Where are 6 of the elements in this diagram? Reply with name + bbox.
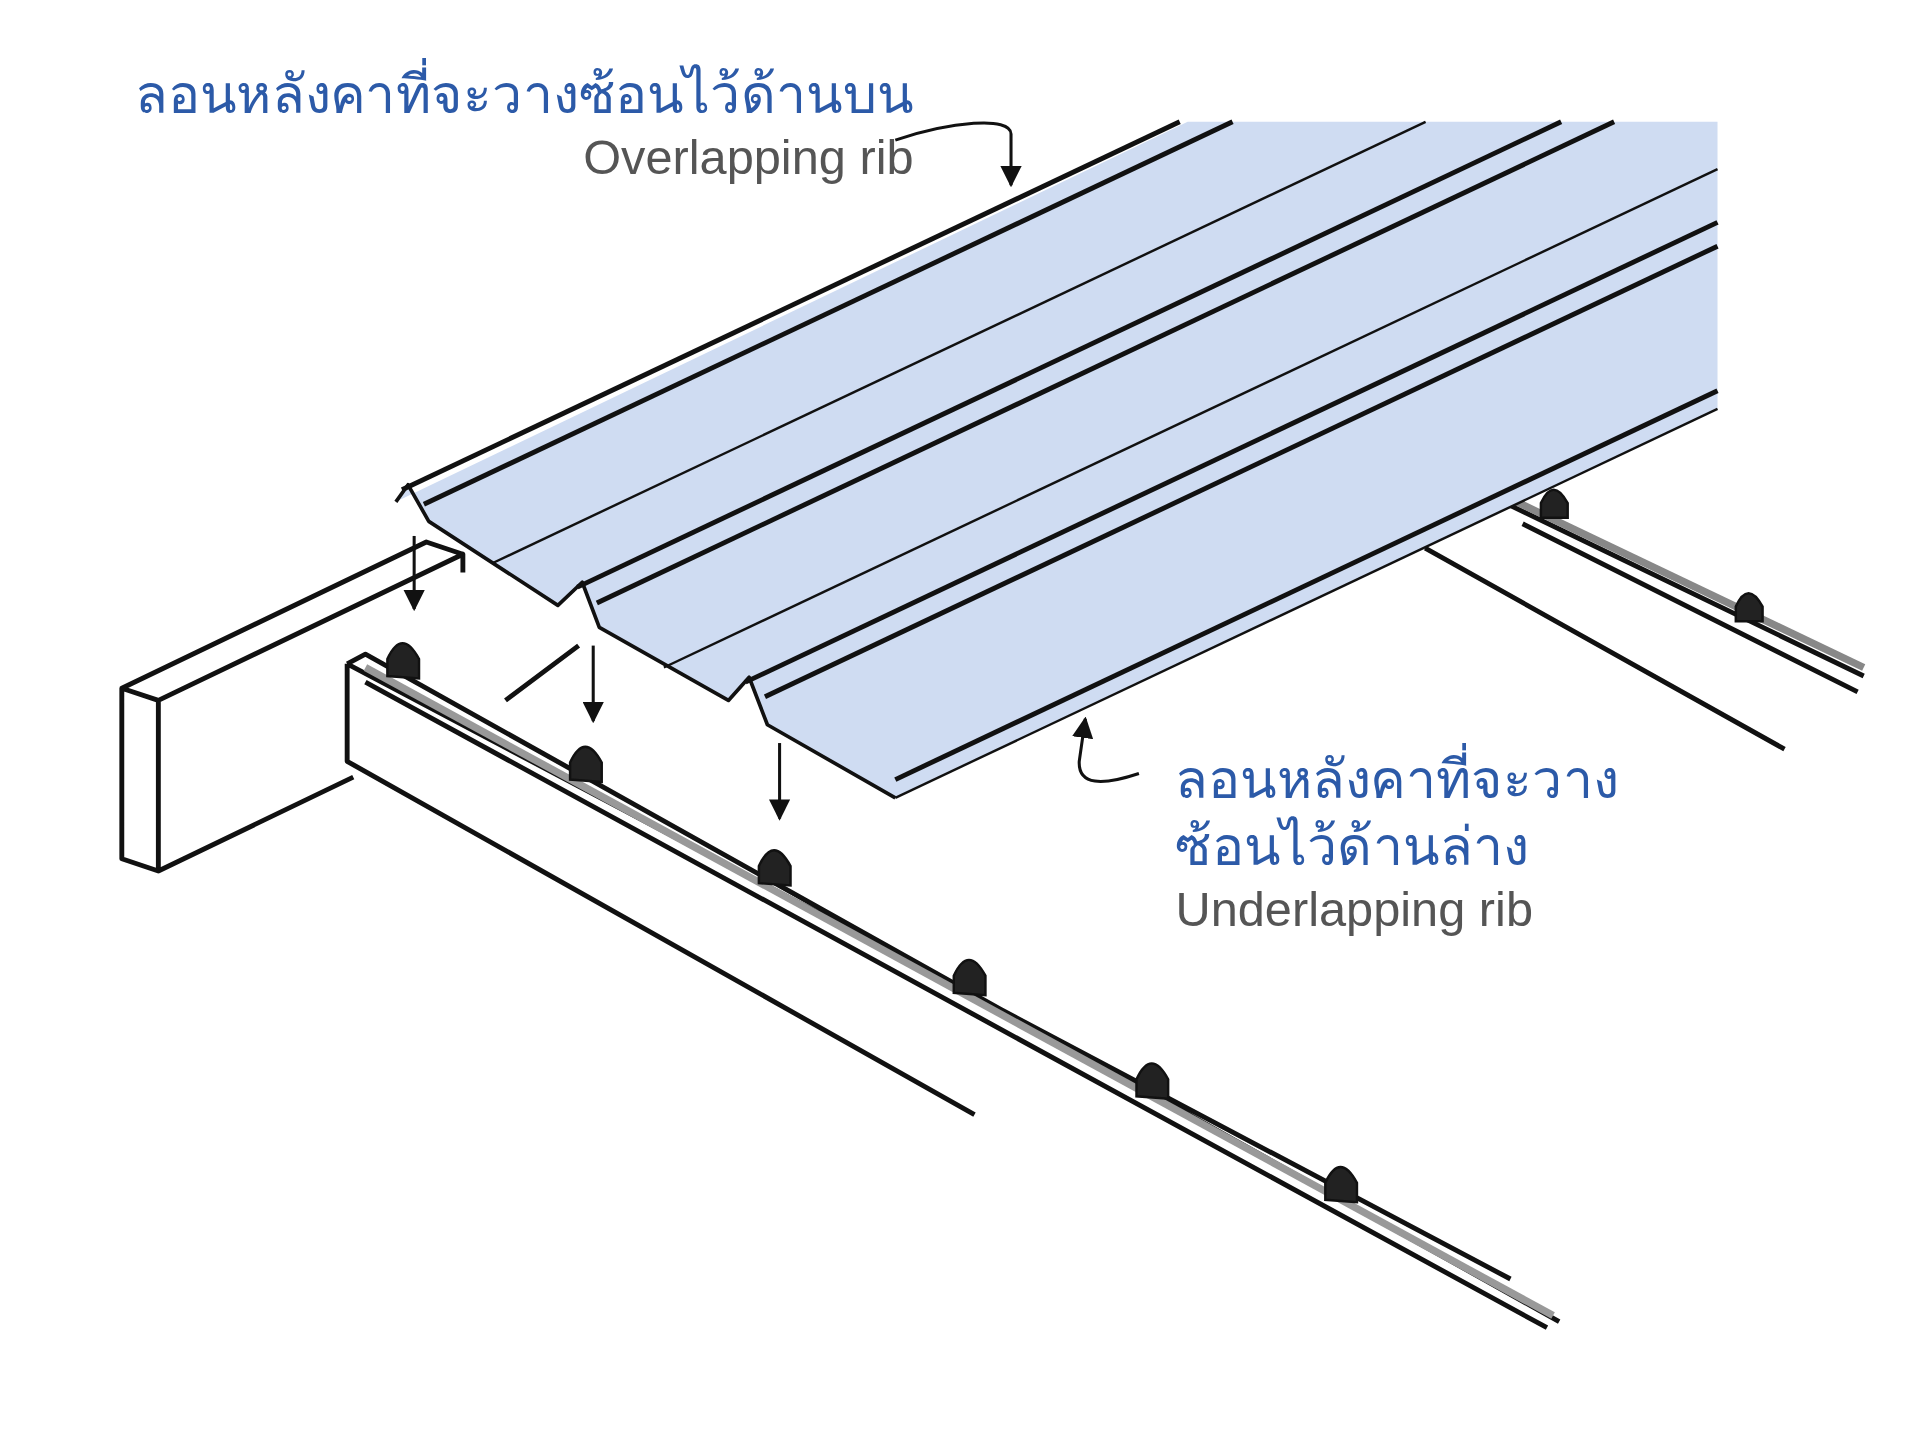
leader-line [1072, 716, 1140, 783]
callout-label: Overlapping rib [582, 129, 914, 186]
callout-label: Underlapping rib [1175, 880, 1534, 938]
callout-label: ลอนหลังคาที่จะวางซ้อนไว้ด้านล่าง [1175, 745, 1629, 880]
callout-label: ลอนหลังคาที่จะวางซ้อนไว้ด้านบน [60, 60, 914, 128]
leader-line [894, 121, 1022, 188]
